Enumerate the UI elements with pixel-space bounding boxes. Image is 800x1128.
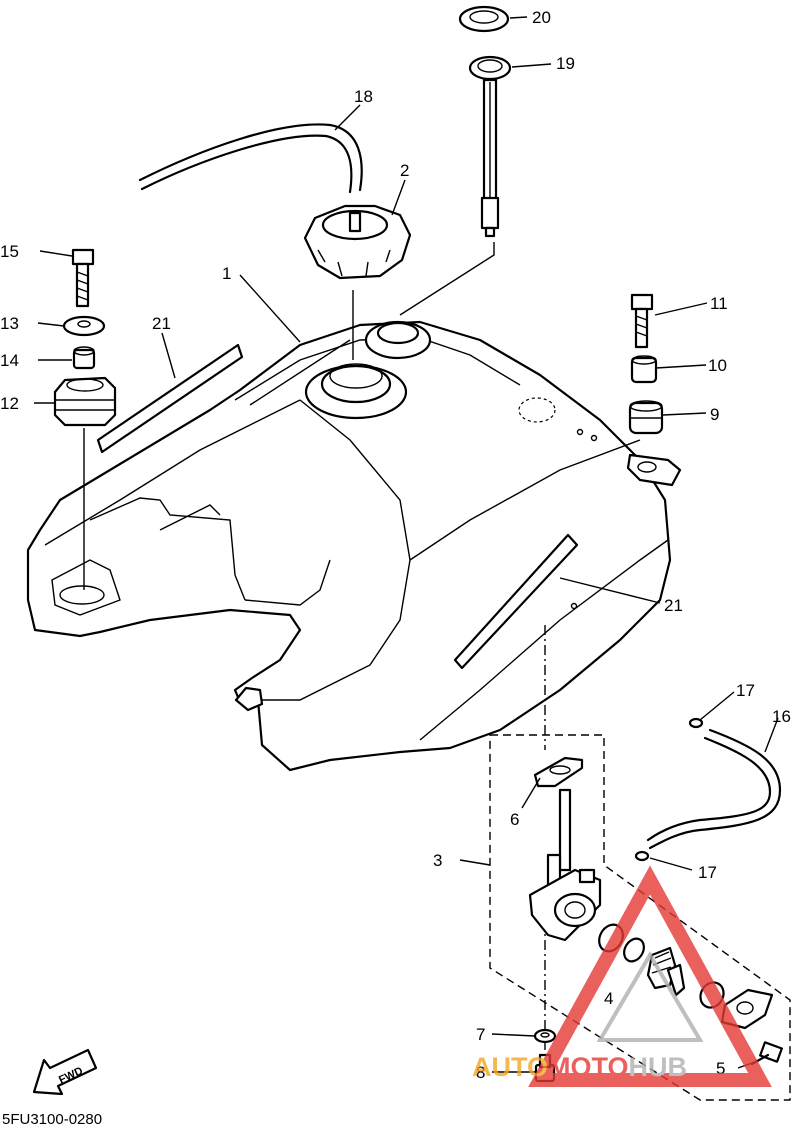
callout-18: 18 [354,87,373,106]
gauge-hole [364,320,432,360]
filler-neck [304,363,408,420]
screw-5[interactable] [750,1041,783,1066]
damper-12[interactable] [53,376,117,427]
callout-19: 19 [556,54,575,73]
callout-7: 7 [476,1025,485,1044]
callout-15: 15 [0,242,19,261]
fuel-tank[interactable] [26,320,682,772]
callout-5: 5 [716,1059,725,1078]
callouts: 1 2 3 4 5 6 7 8 9 10 11 12 13 14 15 16 1… [0,8,791,1082]
callout-20: 20 [532,8,551,27]
callout-6: 6 [510,810,519,829]
watermark-text-1: AUTO [472,1052,548,1082]
fuel-gauge[interactable] [468,55,512,238]
callout-21-lower: 21 [664,596,683,615]
diagram-code: 5FU3100-0280 [2,1111,102,1128]
callout-12: 12 [0,394,19,413]
grommet[interactable] [458,5,510,33]
collar-10[interactable] [630,355,658,384]
gasket[interactable] [533,756,584,788]
fuel-cock[interactable] [528,788,602,942]
emblem-strip-lower[interactable] [453,533,579,670]
breather-hose[interactable] [138,123,363,194]
callout-3: 3 [433,851,442,870]
watermark-text-2: MOTO [548,1052,629,1082]
watermark-logo: AUTOMOTOHUB [472,865,772,1087]
callout-2: 2 [400,161,409,180]
leader-lines [34,16,779,1073]
hose-clip-lower[interactable] [634,850,650,862]
callout-9: 9 [710,405,719,424]
callout-1: 1 [222,264,231,283]
callout-21-upper: 21 [152,314,171,333]
callout-16: 16 [772,707,791,726]
fuel-cap[interactable] [303,204,412,280]
watermark-text-3: HUB [629,1052,688,1082]
emblem-strip-upper[interactable] [96,343,244,454]
bolt-11[interactable] [630,293,654,349]
damper-9[interactable] [628,400,664,435]
bolt-15[interactable] [71,248,95,308]
callout-4: 4 [604,989,613,1008]
fwd-arrow: FWD [32,1048,98,1096]
callout-10: 10 [708,356,727,375]
collar-14[interactable] [72,346,96,370]
callout-13: 13 [0,314,19,333]
callout-8: 8 [476,1063,485,1082]
callout-17-upper: 17 [736,681,755,700]
callout-14: 14 [0,351,19,370]
callout-17-lower: 17 [698,863,717,882]
svg-text:AUTOMOTOHUB: AUTOMOTOHUB [472,1052,687,1082]
washer-7[interactable] [533,1028,557,1044]
hose-clip-upper[interactable] [688,717,704,729]
fuel-cock-assembly-box [489,734,791,1101]
fuel-hose[interactable] [646,728,782,850]
callout-11: 11 [710,294,728,313]
washer-13[interactable] [62,315,106,337]
